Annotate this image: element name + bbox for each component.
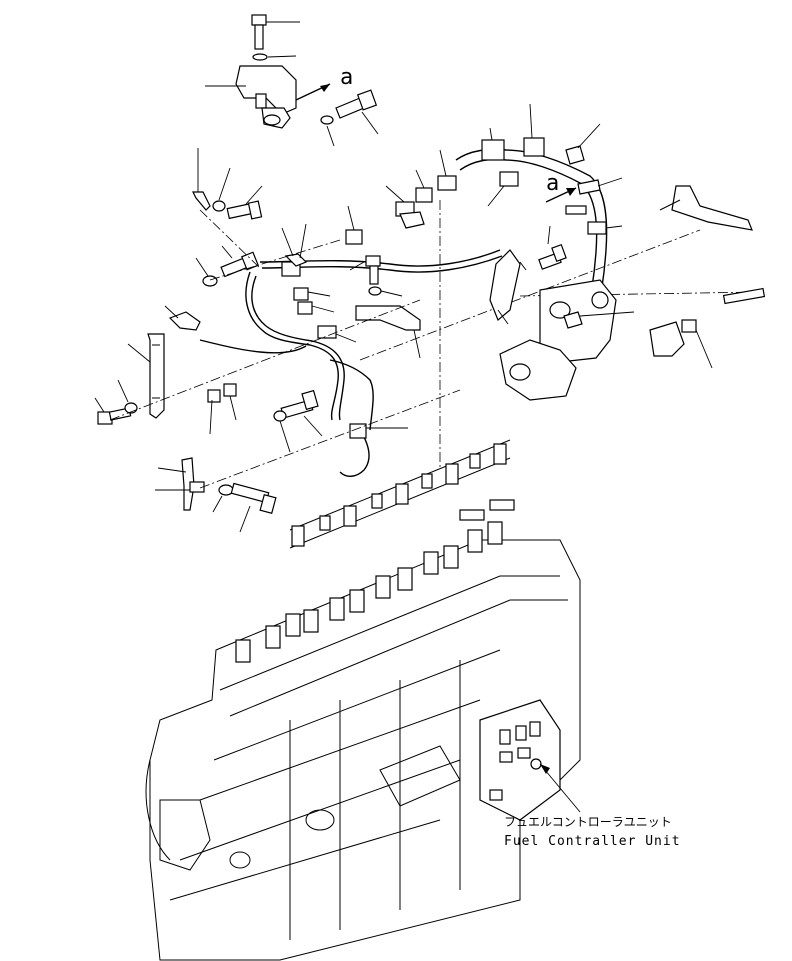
fuel-controller-callout: フュエルコントローラユニット Fuel Contraller Unit	[504, 763, 681, 849]
fuel-controller-unit	[479, 699, 561, 821]
left-small-parts	[94, 148, 277, 533]
engine-block	[145, 499, 581, 961]
view-marker-a: a	[340, 65, 353, 90]
right-pipe-assembly: a	[455, 103, 766, 401]
view-marker-a-2: a	[546, 171, 559, 196]
top-bracket-assembly: a	[205, 14, 379, 147]
callout-label-english: Fuel Contraller Unit	[504, 834, 681, 849]
fuel-tube-harness	[199, 149, 503, 477]
callout-label-japanese: フュエルコントローラユニット	[504, 815, 672, 829]
injector-rail-row	[289, 439, 511, 549]
valve-springs	[235, 499, 515, 663]
